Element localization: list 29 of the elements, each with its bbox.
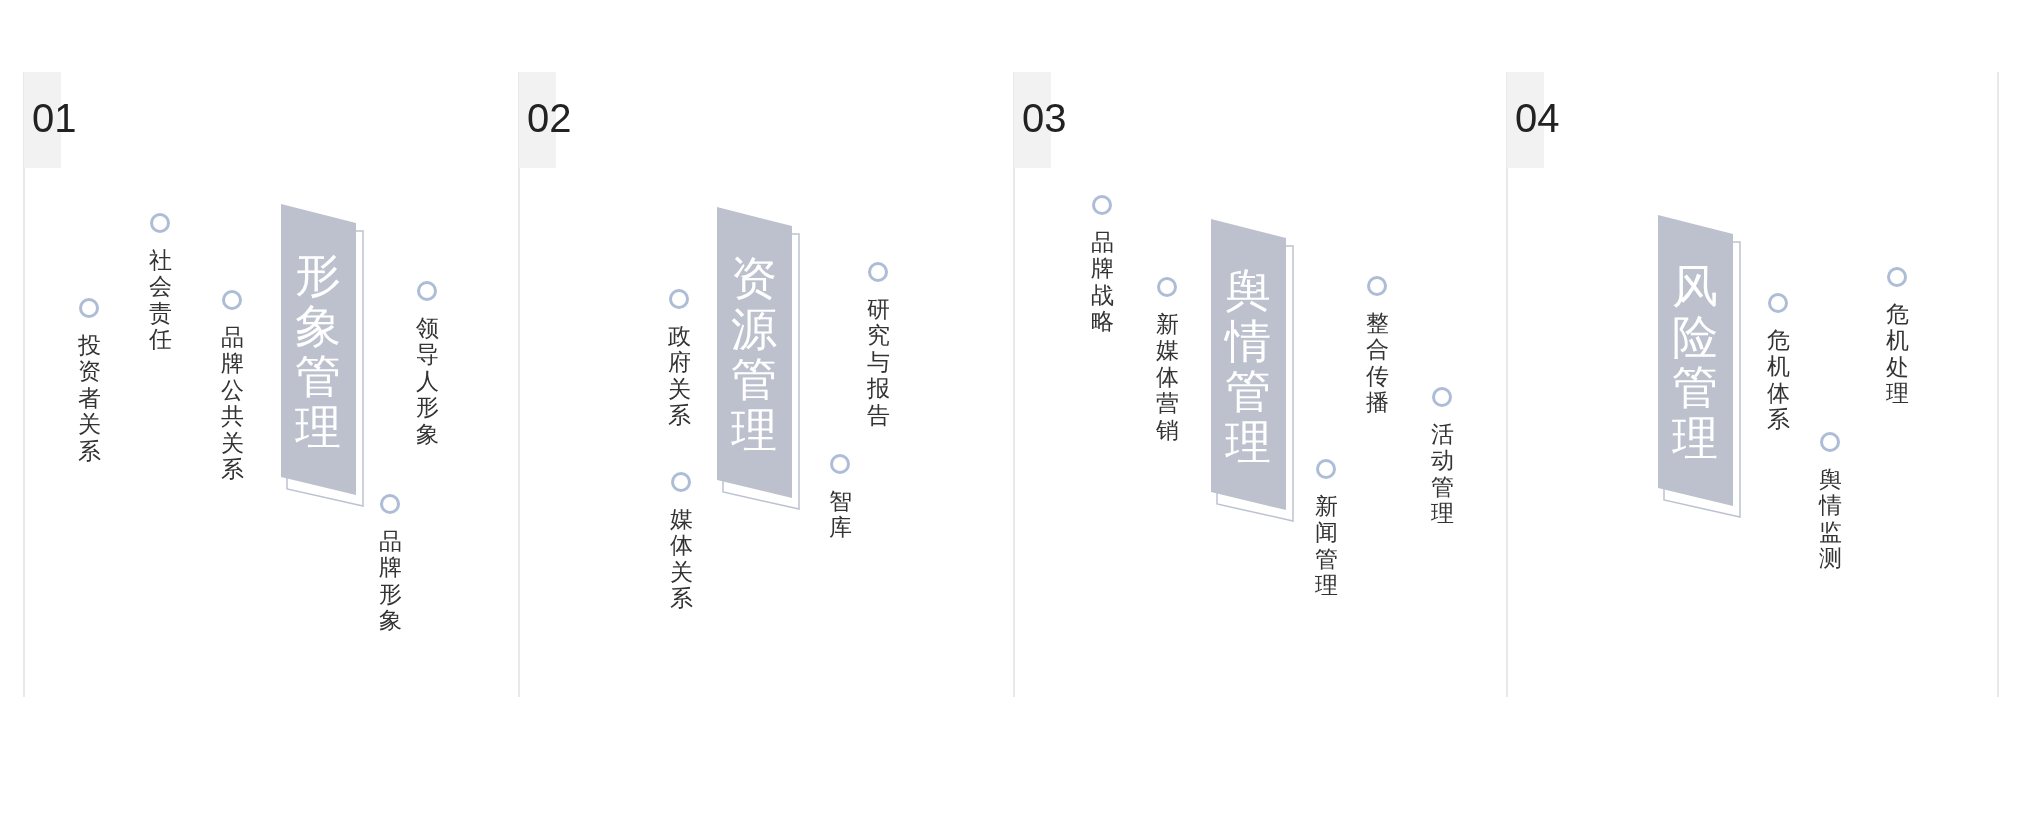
section-number: 03 bbox=[1022, 96, 1067, 141]
item-label: 品牌公共关系 bbox=[220, 324, 244, 483]
item-label: 新闻管理 bbox=[1314, 493, 1338, 599]
item-label: 活动管理 bbox=[1430, 421, 1454, 527]
title-banner bbox=[281, 204, 365, 508]
item-label: 政府关系 bbox=[667, 323, 691, 429]
item-label: 媒体关系 bbox=[669, 506, 693, 612]
title-banner bbox=[1658, 215, 1742, 519]
item-label: 社会责任 bbox=[148, 247, 172, 353]
item-label: 舆情监测 bbox=[1818, 466, 1842, 572]
item-label: 危机体系 bbox=[1766, 327, 1790, 433]
item-label: 品牌形象 bbox=[378, 528, 402, 634]
item-label: 智库 bbox=[828, 488, 852, 541]
item-label: 品牌战略 bbox=[1090, 229, 1114, 335]
title-banner bbox=[717, 207, 801, 511]
item-label: 整合传播 bbox=[1365, 310, 1389, 416]
title-banner bbox=[1211, 219, 1295, 523]
section-number: 02 bbox=[527, 96, 572, 141]
section-number: 04 bbox=[1515, 96, 1560, 141]
banner-title: 资源管理 bbox=[731, 253, 777, 456]
banner-title: 舆情管理 bbox=[1225, 265, 1271, 468]
item-label: 研究与报告 bbox=[866, 296, 890, 429]
banner-title: 风险管理 bbox=[1672, 261, 1718, 464]
item-label: 投资者关系 bbox=[77, 332, 101, 465]
section-number: 01 bbox=[32, 96, 77, 141]
banner-title: 形象管理 bbox=[295, 250, 341, 453]
item-label: 领导人形象 bbox=[415, 315, 439, 448]
item-label: 危机处理 bbox=[1885, 301, 1909, 407]
item-label: 新媒体营销 bbox=[1155, 311, 1179, 444]
